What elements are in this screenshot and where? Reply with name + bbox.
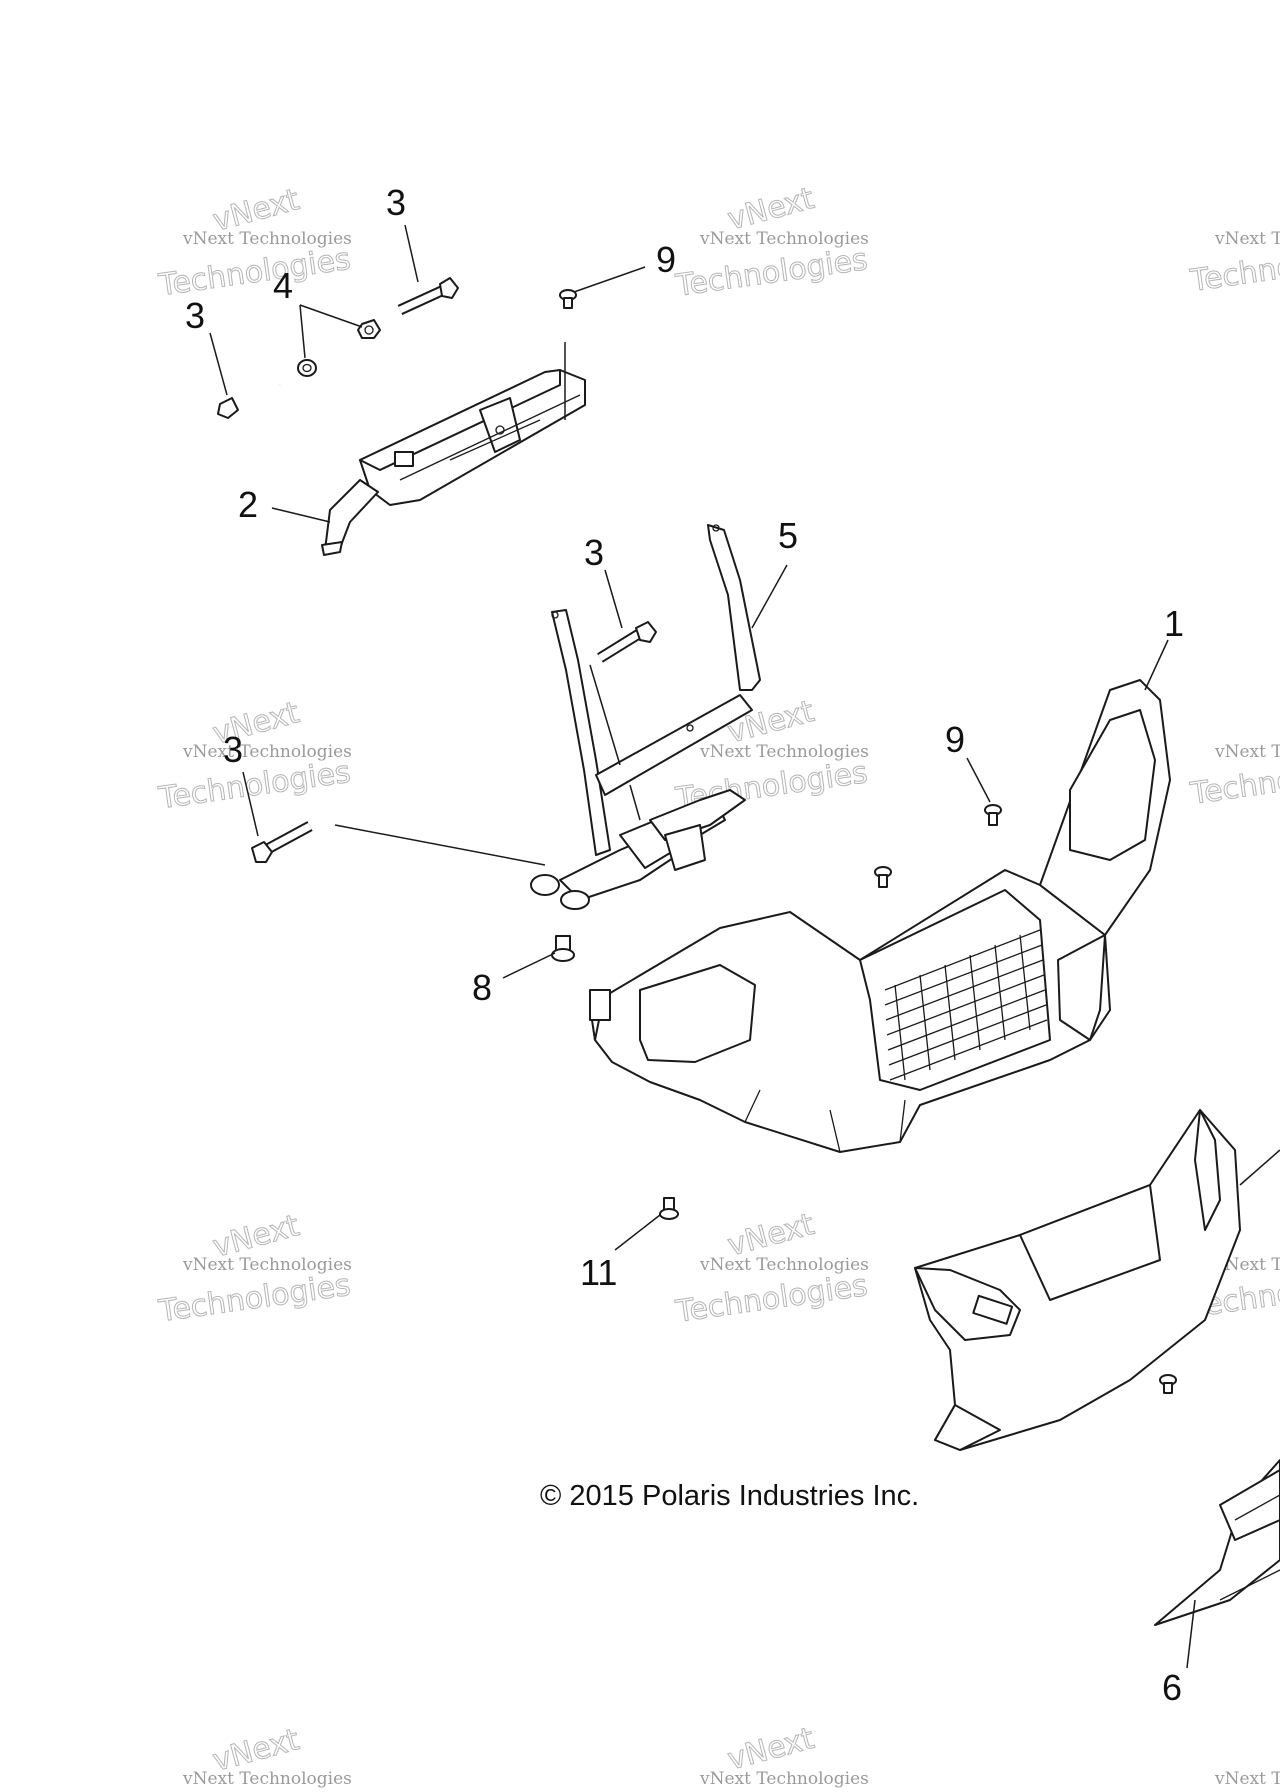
- washer-4: [297, 359, 317, 377]
- watermark-4: vNext vNext Technologies Technologies: [155, 695, 353, 817]
- bolt-3-upper: [397, 277, 459, 315]
- watermark-12: vNext Technologies: [1214, 1769, 1280, 1789]
- watermark-1: vNext vNext Technologies Technologies: [155, 182, 353, 304]
- callout-11: 11: [580, 1252, 617, 1293]
- callout-8: 8: [472, 967, 492, 1008]
- svg-text:vNext Technologies: vNext Technologies: [182, 742, 352, 762]
- front-fascia-1: [589, 679, 1171, 1153]
- push-rivet-11: [659, 1197, 679, 1220]
- callout-6: 6: [1162, 1667, 1182, 1708]
- front-frame-5: [530, 524, 761, 910]
- leader-lines: [209, 224, 1280, 1669]
- callout-5: 5: [778, 515, 798, 556]
- mounting-bracket-2: [321, 342, 586, 556]
- bolt-3-lower-left: [251, 821, 546, 866]
- svg-text:vNext Technologies: vNext Technologies: [699, 229, 869, 249]
- svg-text:vNext Technologies: vNext Technologies: [699, 1769, 869, 1789]
- svg-text:Technologies: Technologies: [673, 1268, 870, 1330]
- watermark-6: vNext Technologies Technologies: [1187, 742, 1280, 812]
- lower-bumper: [914, 1109, 1241, 1451]
- watermark-8: vNext vNext Technologies Technologies: [673, 1206, 871, 1330]
- grille-mesh: [884, 929, 1048, 1081]
- watermark-7: vNext vNext Technologies Technologies: [155, 1208, 353, 1330]
- screw-8: [551, 935, 575, 962]
- svg-text:vNext Technologies: vNext Technologies: [699, 742, 869, 762]
- skid-plate-6: [1154, 1459, 1280, 1626]
- callout-4: 4: [273, 265, 293, 306]
- nut-4: [357, 319, 381, 339]
- callout-3-middle: 3: [584, 532, 604, 573]
- callout-3-upper-left: 3: [185, 295, 205, 336]
- screw-9-middle: [984, 804, 1002, 826]
- svg-text:vNext Technologies: vNext Technologies: [1214, 1255, 1280, 1275]
- bolt-3-upper-left: [217, 382, 282, 419]
- bolt-3-middle: [597, 621, 657, 663]
- callout-9-top: 9: [656, 239, 676, 280]
- callout-1: 1: [1164, 603, 1184, 644]
- svg-text:vNext Technologies: vNext Technologies: [699, 1255, 869, 1275]
- callout-2: 2: [238, 484, 258, 525]
- watermark-3: vNext Technologies Technologies: [1187, 229, 1280, 299]
- svg-text:vNext Technologies: vNext Technologies: [182, 229, 352, 249]
- callout-3-lower-left: 3: [223, 729, 243, 770]
- watermark-10: vNext vNext Technologies: [182, 1722, 352, 1789]
- callout-9-middle: 9: [945, 719, 965, 760]
- svg-text:vNext Technologies: vNext Technologies: [1214, 229, 1280, 249]
- svg-text:vNext Technologies: vNext Technologies: [182, 1769, 352, 1789]
- watermark-2: vNext vNext Technologies Technologies: [673, 180, 871, 304]
- screw-9-top: [559, 289, 577, 309]
- svg-text:Technologies: Technologies: [156, 1268, 353, 1330]
- screw-lower-bumper: [1159, 1374, 1177, 1394]
- svg-text:vNext Technologies: vNext Technologies: [182, 1255, 352, 1275]
- svg-text:Technologies: Technologies: [673, 242, 870, 304]
- screw-middle: [874, 866, 892, 888]
- callout-3-top: 3: [386, 182, 406, 223]
- watermark-11: vNext vNext Technologies: [699, 1720, 869, 1789]
- svg-text:vNext Technologies: vNext Technologies: [1214, 742, 1280, 762]
- svg-text:Technologies: Technologies: [156, 755, 353, 817]
- svg-text:vNext Technologies: vNext Technologies: [1214, 1769, 1280, 1789]
- copyright-text: © 2015 Polaris Industries Inc.: [540, 1480, 920, 1512]
